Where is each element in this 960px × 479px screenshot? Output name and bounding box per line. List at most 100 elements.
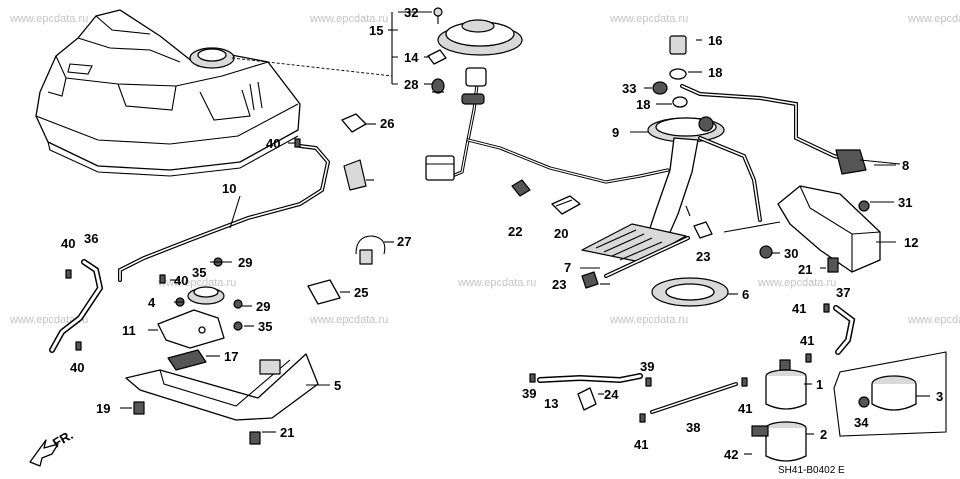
screw-32 bbox=[433, 7, 443, 24]
valve-4 bbox=[175, 286, 225, 307]
wiring-harness bbox=[425, 67, 670, 184]
callout-14: 14 bbox=[404, 50, 419, 65]
callout-bracket bbox=[391, 12, 398, 85]
callout-41a: 41 bbox=[792, 301, 806, 316]
callout-18a: 18 bbox=[708, 65, 722, 80]
clip-17 bbox=[167, 349, 207, 371]
hose-36 bbox=[49, 259, 104, 353]
callout-40d: 40 bbox=[70, 360, 84, 375]
callout-13: 13 bbox=[544, 396, 558, 411]
watermark: www.epcdata.ru bbox=[457, 277, 536, 289]
pump-cover-gasket bbox=[437, 19, 523, 56]
fuel-filter-2 bbox=[751, 421, 807, 462]
callout-9: 9 bbox=[612, 125, 619, 140]
callout-35a: 35 bbox=[192, 265, 206, 280]
callout-17: 17 bbox=[224, 349, 238, 364]
hose-13 bbox=[537, 373, 643, 384]
stay-5 bbox=[125, 353, 319, 421]
bracket-11 bbox=[157, 309, 225, 349]
clip-20 bbox=[551, 195, 581, 215]
watermark: www.epcdata.ru bbox=[609, 314, 688, 326]
callout-23a: 23 bbox=[696, 249, 710, 264]
callout-36: 36 bbox=[84, 231, 98, 246]
callout-31: 31 bbox=[898, 195, 912, 210]
callout-1: 1 bbox=[816, 377, 823, 392]
callout-24: 24 bbox=[604, 387, 619, 402]
fuel-filter-1 bbox=[765, 359, 807, 410]
watermark: www.epcdata.ru bbox=[907, 314, 960, 326]
callout-22: 22 bbox=[508, 224, 522, 239]
callout-21a: 21 bbox=[280, 425, 294, 440]
watermark: www.epcdata.ru bbox=[309, 13, 388, 25]
watermark: www.epcdata.ru bbox=[9, 13, 88, 25]
clamp-25 bbox=[307, 279, 341, 305]
bracket-12 bbox=[777, 185, 881, 273]
callout-7: 7 bbox=[564, 260, 571, 275]
callout-11: 11 bbox=[122, 323, 136, 338]
breather-tube-10 bbox=[118, 144, 331, 282]
callout-25: 25 bbox=[354, 285, 368, 300]
bolt-19 bbox=[133, 401, 145, 415]
bolt-21-left bbox=[249, 431, 261, 445]
callout-3: 3 bbox=[936, 389, 943, 404]
callout-40b: 40 bbox=[61, 236, 75, 251]
callout-41c: 41 bbox=[738, 401, 752, 416]
hose-37 bbox=[833, 305, 856, 355]
pipe-38 bbox=[650, 382, 738, 414]
callout-39a: 39 bbox=[522, 386, 536, 401]
callout-23b: 23 bbox=[552, 277, 566, 292]
callout-29b: 29 bbox=[256, 299, 270, 314]
tank-leader-line bbox=[231, 57, 393, 77]
grommet-28 bbox=[431, 78, 445, 94]
clip-22 bbox=[511, 179, 531, 197]
callout-6: 6 bbox=[742, 287, 749, 302]
hose-clips bbox=[65, 138, 830, 423]
callout-40c: 40 bbox=[174, 273, 188, 288]
clip-24 bbox=[577, 387, 597, 411]
clamp-27 bbox=[355, 235, 386, 265]
callout-35b: 35 bbox=[258, 319, 272, 334]
callout-12: 12 bbox=[904, 235, 918, 250]
callout-32: 32 bbox=[404, 5, 418, 20]
callout-18b: 18 bbox=[636, 97, 650, 112]
callout-33: 33 bbox=[622, 81, 636, 96]
fuel-pump-assembly bbox=[581, 116, 781, 263]
callout-41b: 41 bbox=[800, 333, 814, 348]
callout-41d: 41 bbox=[634, 437, 648, 452]
clip-23b bbox=[581, 271, 599, 289]
diagram-code: SH41-B0402 E bbox=[778, 465, 845, 476]
clamp-26 bbox=[341, 113, 367, 133]
callout-15: 15 bbox=[369, 23, 383, 38]
callout-2: 2 bbox=[820, 427, 827, 442]
callout-labels: 32 15 14 28 26 40 10 27 36 40 29 35 40 2… bbox=[61, 5, 943, 462]
bolt-29b bbox=[233, 299, 243, 309]
front-direction-arrow: FR. bbox=[29, 427, 76, 467]
callout-16: 16 bbox=[708, 33, 722, 48]
callout-34: 34 bbox=[854, 415, 869, 430]
callout-39b: 39 bbox=[640, 359, 654, 374]
bolt-21-right bbox=[827, 257, 839, 273]
callout-10: 10 bbox=[222, 181, 236, 196]
callout-40a: 40 bbox=[266, 136, 280, 151]
strainer-3 bbox=[833, 351, 947, 437]
clamp-43 bbox=[343, 159, 367, 191]
callout-26: 26 bbox=[380, 116, 394, 131]
callout-29a: 29 bbox=[238, 255, 252, 270]
callout-5: 5 bbox=[334, 378, 341, 393]
callout-42: 42 bbox=[724, 447, 738, 462]
callout-20: 20 bbox=[554, 226, 568, 241]
nut-30 bbox=[759, 245, 773, 259]
callout-38: 38 bbox=[686, 420, 700, 435]
clip-23 bbox=[693, 221, 713, 239]
watermark-layer: www.epcdata.ru www.epcdata.ru www.epcdat… bbox=[9, 13, 960, 326]
callout-30: 30 bbox=[784, 246, 798, 261]
callout-19: 19 bbox=[96, 401, 110, 416]
fuel-tank bbox=[35, 9, 301, 177]
rod-7 bbox=[604, 236, 690, 278]
callout-4: 4 bbox=[148, 295, 156, 310]
nut-35b bbox=[233, 321, 243, 331]
watermark: www.epcdata.ru bbox=[9, 314, 88, 326]
lock-ring-6 bbox=[651, 277, 729, 307]
callout-27: 27 bbox=[397, 234, 411, 249]
